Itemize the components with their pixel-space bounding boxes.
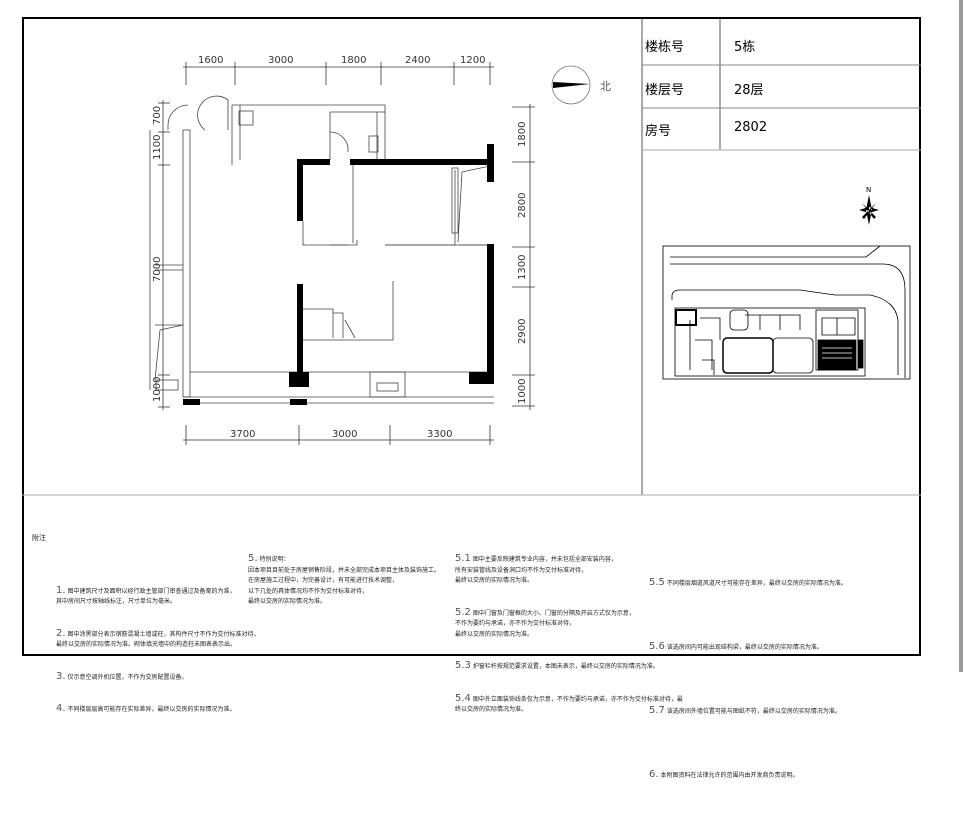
dim-top-4: 2400 (405, 55, 430, 66)
site-compass-label: N (866, 186, 871, 194)
note-text: 图中涂黑部分表示钢筋混凝土墙或柱，其构件尺寸不作为交付标准对待， 最终以交房的实… (56, 630, 260, 649)
north-label: 北 (600, 80, 611, 93)
notes-col-2: 5. 特别说明： 因本项目目前处于房屋销售阶段，并未全部完成本项目主体及装饰施工… (248, 533, 448, 629)
note-text: 5.3 (455, 660, 471, 671)
dim-right-3: 1300 (517, 255, 528, 280)
note-text: 5.6 (649, 641, 665, 652)
note-text: 5.4 (455, 692, 471, 704)
building-value: 5栋 (734, 40, 756, 55)
dim-left-2: 1100 (152, 135, 163, 160)
note-item: 5. 特别说明： 因本项目目前处于房屋销售阶段，并未全部完成本项目主体及装饰施工… (248, 553, 448, 608)
note-text: 仅示意空调外机位置，不作为交房配置设备。 (67, 673, 188, 681)
note-item: 5.4 图中外立面装饰线条仅为示意，不作为要约与承诺，亦不作为交付标准对待，最 … (455, 692, 683, 716)
dim-top-3: 1800 (341, 55, 366, 66)
dimension-lines (158, 62, 535, 445)
note-text: 2. (56, 627, 66, 639)
vertical-scrollbar[interactable] (959, 0, 963, 672)
note-item: 5.3 护窗栏杆按规范要求设置，本图未表示，最终以交房的实际情况为准。 (455, 660, 659, 673)
notes-col-1: 附注 1. 图中建筑尺寸及面积以经行政主管部门审查通过及备案的为准， 其中房间尺… (32, 533, 259, 758)
note-text: 图中主要反映建筑专业内容，并未包括全部安装内容， 所有安装管线及设备洞口均不作为… (455, 556, 617, 584)
note-text: 图中门窗及门窗框的大小、门窗的分隔及开启方式仅为示意， 不作为要约与承诺，亦不作… (455, 609, 635, 638)
note-item: 3. 仅示意空调外机位置，不作为交房配置设备。 (56, 670, 242, 684)
dim-top-2: 3000 (268, 55, 293, 66)
structural-walls (183, 144, 494, 405)
note-text: 本附图资料在法律允许的范围内由开发商负责说明。 (660, 772, 799, 779)
dim-right-1: 1800 (517, 122, 528, 147)
note-item: 4. 不同楼层层高可能存在实际差异，最终以交房的实际情况为准。 (56, 703, 242, 716)
note-text: 不同楼层层高可能存在实际差异，最终以交房的实际情况为准。 (67, 706, 236, 713)
dim-bottom-2: 3000 (332, 429, 357, 440)
note-text: 6. (649, 769, 659, 780)
note-text: 5. (248, 553, 258, 564)
notes-heading: 附注 (32, 534, 46, 542)
site-plan: N (662, 186, 911, 380)
room-label: 房号 (645, 124, 672, 139)
drawing-sheet: 楼栋号 5栋 楼层号 28层 房号 2802 1600 3000 1800 24… (22, 0, 963, 780)
notes-col-4: 5.5 不同楼层烟道风道尺寸可能存在差异，最终以交房的实际情况为准。 5.6 该… (649, 530, 909, 828)
note-item: 6. 本附图资料在法律允许的范围内由开发商负责说明。 (649, 764, 909, 786)
note-text: 3. (56, 670, 66, 682)
floor-label: 楼层号 (645, 83, 685, 98)
note-text: 5.5 (649, 577, 665, 588)
dim-right-4: 2900 (517, 319, 528, 344)
note-text: 该选房间内可能出现结构梁，最终以交房的实际情况为准。 (666, 644, 823, 651)
note-item: 5.2 图中门窗及门窗框的大小、门窗的分隔及开启方式仅为示意， 不作为要约与承诺… (455, 606, 655, 641)
building-label: 楼栋号 (645, 40, 685, 55)
note-text: 4. (56, 703, 66, 714)
dim-bottom-1: 3700 (230, 429, 255, 440)
note-text: 5.2 (455, 606, 471, 618)
sheet-grid-lines (22, 18, 921, 496)
north-arrow (551, 65, 591, 105)
note-item: 5.5 不同楼层烟道风道尺寸可能存在差异，最终以交房的实际情况为准。 (649, 572, 909, 594)
dim-top-5: 1200 (460, 55, 485, 66)
note-text: 1. (56, 584, 66, 596)
note-text: 该选房间外墙位置可能与图纸不符，最终以交房的实际情况为准。 (666, 708, 841, 715)
note-item: 5.7 该选房间外墙位置可能与图纸不符，最终以交房的实际情况为准。 (649, 700, 909, 722)
note-text: 不同楼层烟道风道尺寸可能存在差异，最终以交房的实际情况为准。 (666, 580, 847, 587)
note-text: 5.1 (455, 553, 471, 564)
dim-top-1: 1600 (198, 55, 223, 66)
note-text: 特别说明： 因本项目目前处于房屋销售阶段，并未全部完成本项目主体及装饰施工。 在… (248, 556, 441, 605)
room-value: 2802 (734, 120, 768, 135)
note-text: 5.7 (649, 705, 665, 716)
dim-left-4: 1000 (152, 377, 163, 402)
thin-walls (149, 95, 494, 404)
site-compass-icon (859, 195, 879, 225)
dim-right-2: 2800 (517, 193, 528, 218)
floor-plan: 1600 3000 1800 2400 1200 3700 3000 3300 … (149, 55, 611, 445)
notes-col-3: 5.1 图中主要反映建筑专业内容，并未包括全部安装内容， 所有安装管线及设备洞口… (455, 533, 683, 737)
note-item: 1. 图中建筑尺寸及面积以经行政主管部门审查通过及备案的为准， 其中房间尺寸按轴… (56, 584, 242, 608)
note-item: 5.1 图中主要反映建筑专业内容，并未包括全部安装内容， 所有安装管线及设备洞口… (455, 553, 655, 587)
dim-left-1: 700 (152, 106, 163, 125)
note-item: 2. 图中涂黑部分表示钢筋混凝土墙或柱，其构件尺寸不作为交付标准对待， 最终以交… (56, 627, 259, 651)
dim-bottom-3: 3300 (427, 429, 452, 440)
note-item: 5.6 该选房间内可能出现结构梁，最终以交房的实际情况为准。 (649, 636, 909, 658)
drawing-frame (22, 17, 921, 656)
note-text: 护窗栏杆按规范要求设置，本图未表示，最终以交房的实际情况为准。 (472, 663, 659, 670)
note-text: 图中建筑尺寸及面积以经行政主管部门审查通过及备案的为准， 其中房间尺寸按轴线标注… (56, 587, 236, 606)
floor-value: 28层 (734, 83, 764, 98)
dim-right-5: 1000 (517, 379, 528, 404)
dim-left-3: 7000 (152, 257, 163, 282)
